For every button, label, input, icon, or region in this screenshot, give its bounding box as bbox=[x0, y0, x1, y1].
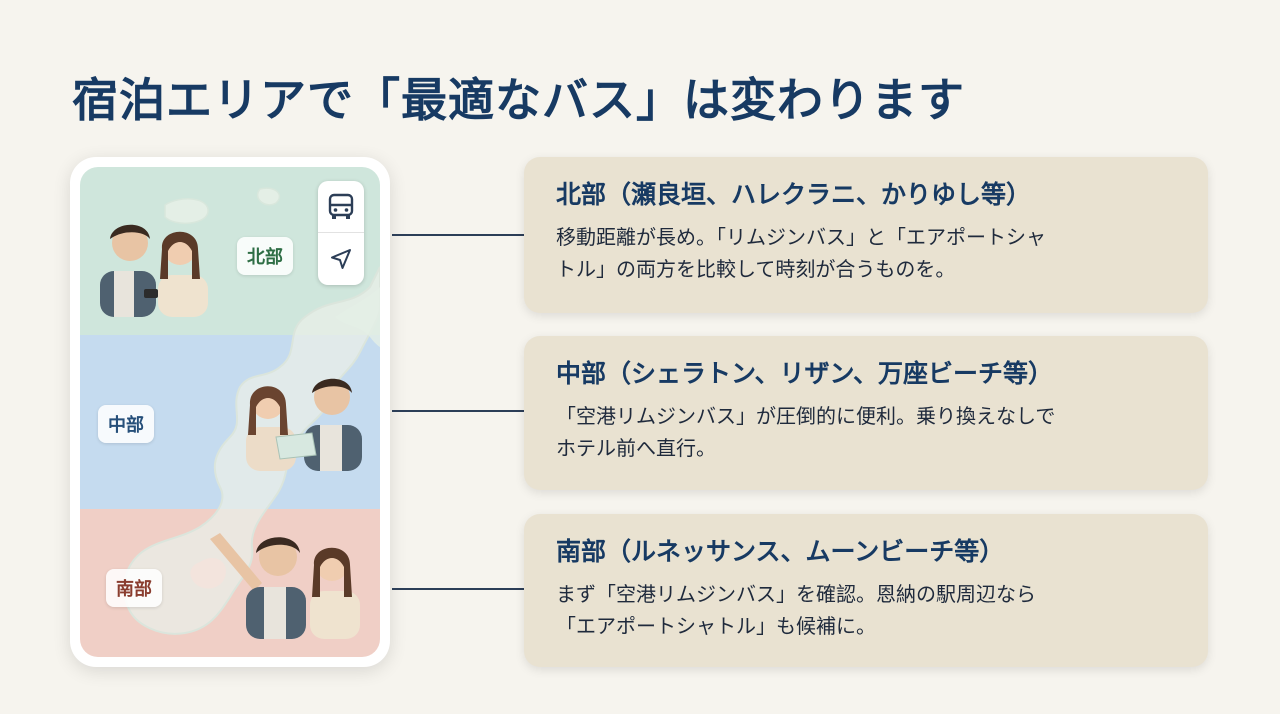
card-body: 移動距離が長め。「リムジンバス」と「エアポートシャ トル」の両方を比較して時刻が… bbox=[556, 225, 1046, 281]
card-title: 南部（ルネッサンス、ムーンビーチ等） bbox=[556, 537, 1005, 566]
connector-line-north bbox=[392, 234, 524, 236]
area-card-south: 南部（ルネッサンス、ムーンビーチ等） まず「空港リムジンバス」を確認。恩納の駅周… bbox=[524, 514, 1208, 667]
area-card-north: 北部（瀬良垣、ハレクラニ、かりゆし等） 移動距離が長め。「リムジンバス」と「エア… bbox=[524, 157, 1208, 313]
bus-button[interactable] bbox=[318, 181, 364, 233]
region-label-south[interactable]: 南部 bbox=[106, 569, 162, 607]
area-card-central: 中部（シェラトン、リザン、万座ビーチ等） 「空港リムジンバス」が圧倒的に便利。乗… bbox=[524, 336, 1208, 490]
couple-illustration-central bbox=[246, 378, 362, 471]
card-body: まず「空港リムジンバス」を確認。恩納の駅周辺なら 「エアポートシャトル」も候補に… bbox=[556, 582, 1036, 638]
couple-illustration-south bbox=[210, 533, 360, 639]
card-title: 北部（瀬良垣、ハレクラニ、かりゆし等） bbox=[556, 180, 1032, 209]
page-title: 宿泊エリアで「最適なバス」は変わります bbox=[72, 73, 965, 127]
card-body: 「空港リムジンバス」が圧倒的に便利。乗り換えなしで ホテル前へ直行。 bbox=[556, 404, 1056, 460]
location-arrow-icon bbox=[331, 249, 351, 269]
locate-button[interactable] bbox=[318, 233, 364, 285]
connector-line-central bbox=[392, 410, 524, 412]
map-screen[interactable]: 北部 中部 南部 bbox=[80, 167, 380, 657]
couple-illustration-north bbox=[100, 224, 208, 317]
phone-map-mockup: 北部 中部 南部 bbox=[70, 157, 390, 667]
connector-line-south bbox=[392, 588, 524, 590]
card-title: 中部（シェラトン、リザン、万座ビーチ等） bbox=[556, 359, 1054, 388]
region-label-north[interactable]: 北部 bbox=[237, 237, 293, 275]
map-controls bbox=[318, 181, 364, 285]
bus-icon bbox=[328, 193, 354, 219]
region-label-central[interactable]: 中部 bbox=[98, 405, 154, 443]
